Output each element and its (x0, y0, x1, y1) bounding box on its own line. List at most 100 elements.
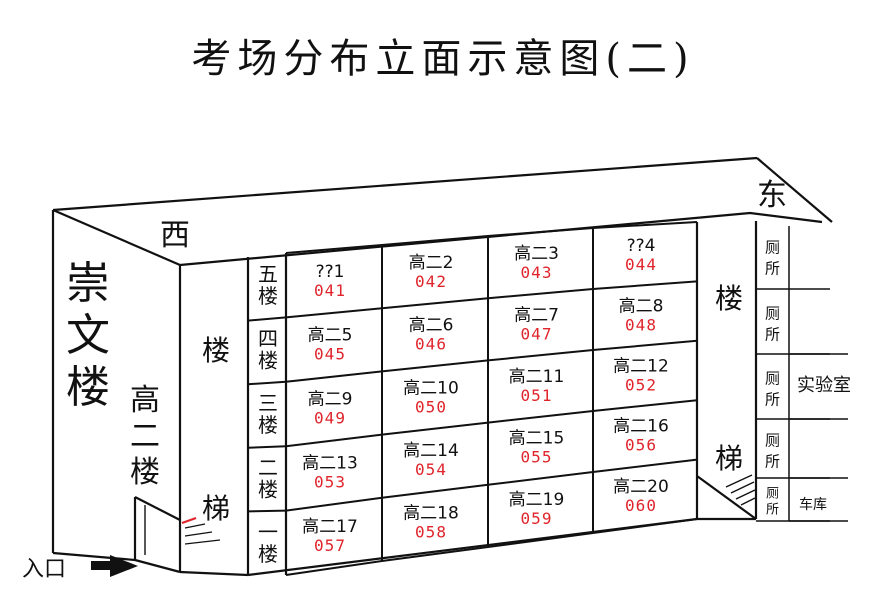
room-number: 042 (415, 272, 447, 291)
room-number: 046 (415, 335, 447, 354)
building-name-char: 崇 (66, 258, 110, 309)
room-name: 高二19 (509, 490, 565, 510)
floor-label: 三楼 (258, 391, 278, 437)
garage-label: 车库 (799, 496, 827, 513)
room-number: 056 (625, 436, 657, 455)
room-number: 050 (415, 397, 447, 416)
room-name: 高二5 (308, 326, 353, 346)
room-number: 052 (625, 376, 657, 395)
room-number: 045 (314, 345, 346, 364)
room-number: 058 (415, 523, 447, 542)
room-number: 048 (625, 315, 657, 334)
room-number: 047 (521, 324, 553, 343)
toilet-label: 厕所 (765, 432, 780, 471)
stair-hatch-east (725, 474, 756, 506)
floor-label-divider (247, 316, 287, 322)
room-number: 053 (314, 472, 346, 491)
toilet-label: 厕所 (766, 487, 779, 518)
floor-label-divider (247, 509, 287, 513)
direction-east: 东 (757, 178, 787, 213)
toilet-label: 厕所 (765, 305, 780, 344)
room-name: 高二11 (509, 367, 565, 387)
east-stair-label-top: 楼 (715, 282, 743, 315)
building-outline (51, 156, 833, 577)
room-number: 043 (521, 263, 553, 282)
room-number: 059 (521, 509, 553, 528)
room-name: ??1 (316, 262, 345, 282)
toilet-label: 厕所 (765, 239, 780, 278)
room-number: 041 (314, 281, 346, 300)
floor-label-divider (247, 380, 287, 386)
room-name: ??4 (627, 236, 656, 256)
floor-label: 五楼 (258, 262, 278, 308)
building-name: 崇文楼 (66, 258, 110, 413)
east-stair-label-bottom: 梯 (715, 442, 743, 475)
building-subtitle-char: 楼 (130, 455, 160, 490)
room-number: 049 (314, 409, 346, 428)
room-name: 高二6 (409, 316, 454, 336)
room-number: 055 (521, 448, 553, 467)
room-number: 054 (415, 460, 447, 479)
west-stair-label-bottom: 梯 (202, 492, 230, 525)
building-name-char: 楼 (66, 362, 110, 413)
room-name: 高二20 (613, 477, 669, 497)
room-name: 高二16 (613, 417, 669, 437)
room-name: 高二12 (613, 357, 669, 377)
svg-text:高二楼: 高二楼 (130, 383, 160, 490)
room-name: 高二10 (403, 378, 459, 398)
page-title: 考场分布立面示意图(二) (191, 36, 694, 82)
arrow-right-icon (91, 555, 138, 577)
room-name: 高二15 (509, 429, 565, 449)
room-name: 高二18 (403, 504, 459, 524)
room-name: 高二2 (409, 253, 454, 273)
room-name: 高二17 (302, 517, 358, 537)
classroom-grid (247, 221, 698, 576)
room-name: 高二14 (403, 441, 459, 461)
rooms: ??1041高二2042高二3043??4044高二5045高二6046高二70… (302, 236, 669, 555)
room-name: 高二9 (308, 390, 353, 410)
room-number: 060 (625, 496, 657, 515)
toilet-label: 厕所 (765, 370, 780, 409)
floor-label: 二楼 (258, 455, 278, 501)
room-number: 057 (314, 536, 346, 555)
direction-west: 西 (160, 218, 190, 253)
lab-label: 实验室 (797, 375, 851, 396)
room-name: 高二7 (514, 305, 559, 325)
floor-label: 一楼 (258, 520, 278, 566)
floor-label-divider (247, 445, 287, 449)
room-name: 高二13 (302, 453, 358, 473)
room-number: 044 (625, 255, 657, 274)
room-name: 高二8 (619, 296, 664, 316)
west-stair-label-top: 楼 (202, 334, 230, 367)
floor-label: 四楼 (258, 327, 278, 373)
building-subtitle-char: 二 (130, 419, 160, 454)
red-mark (181, 516, 197, 525)
room-name: 高二3 (514, 244, 559, 264)
building-subtitle: 高二楼 (130, 383, 160, 490)
building-subtitle-char: 高 (130, 383, 160, 418)
stair-hatch-west (184, 523, 221, 545)
